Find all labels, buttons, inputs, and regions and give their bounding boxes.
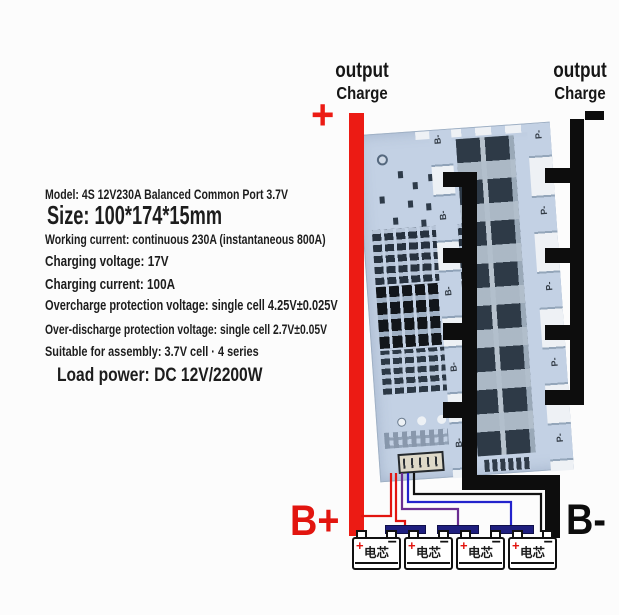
b-minus-bus-arm (443, 323, 463, 340)
plus-label: + (356, 538, 364, 553)
spec-charging-voltage: Charging voltage: 17V (45, 253, 169, 270)
battery-body: + 电芯 − (508, 534, 557, 570)
b-minus-terminal-label: B- (566, 496, 606, 544)
spec-charging-current: Charging current: 100A (45, 276, 176, 293)
spec-model: Model: 4S 12V230A Balanced Common Port 3… (45, 187, 289, 202)
plus-label: + (408, 538, 416, 553)
output-charge-label-right: output Charge (538, 59, 619, 103)
minus-label: − (439, 534, 449, 551)
balance-wire-black (412, 473, 543, 532)
balance-wire-purple (400, 473, 460, 528)
charge-label: Charge (336, 83, 388, 103)
junction-bar (385, 525, 426, 534)
spec-size: Size: 100*174*15mm (47, 200, 223, 230)
junction-bar (437, 525, 479, 534)
spec-working-current: Working current: continuous 230A (instan… (45, 231, 326, 247)
p-minus-bus-arm (545, 390, 571, 405)
output-label: output (553, 59, 607, 82)
p-minus-bus-arm (545, 248, 571, 263)
minus-label: − (491, 534, 501, 551)
spec-load-power: Load power: DC 12V/2200W (57, 364, 263, 386)
battery-body: + 电芯 − (404, 534, 453, 570)
plus-polarity-sign: + (311, 91, 335, 138)
battery-body: + 电芯 − (352, 534, 401, 570)
b-plus-terminal-label: B+ (290, 497, 340, 545)
output-label: output (335, 59, 389, 82)
b-minus-bus-bottom (462, 475, 560, 490)
balance-wire-blue (406, 473, 513, 528)
minus-label: − (387, 534, 397, 551)
b-minus-bus-drop (545, 488, 560, 538)
battery-body: + 电芯 − (456, 534, 505, 570)
charge-label: Charge (554, 83, 606, 103)
battery-cell-label: 电芯 (519, 546, 545, 560)
battery-cell: + 电芯 − (352, 530, 401, 574)
plus-label: + (460, 538, 468, 553)
battery-cell-label: 电芯 (415, 546, 441, 560)
plus-label: + (512, 538, 520, 553)
b-minus-bus-bar (462, 172, 477, 490)
p-minus-bus-arm (545, 168, 571, 183)
battery-cell-label: 电芯 (467, 546, 493, 560)
b-minus-bus-arm (443, 248, 463, 263)
positive-bus-bar (349, 113, 364, 536)
battery-cell: + 电芯 − (456, 530, 505, 574)
spec-suitable-assembly: Suitable for assembly: 3.7V cell · 4 ser… (45, 343, 259, 359)
balance-wire-red (394, 473, 407, 532)
minus-polarity-sign (585, 111, 604, 120)
spec-overdischarge-protection: Over-discharge protection voltage: singl… (45, 321, 328, 337)
battery-cell: + 电芯 − (404, 530, 453, 574)
balance-wire-red (361, 473, 393, 518)
spec-overcharge-protection: Overcharge protection voltage: single ce… (45, 298, 338, 314)
output-charge-label-left: output Charge (320, 59, 404, 103)
battery-cell: + 电芯 − (508, 530, 557, 574)
minus-label: − (543, 534, 553, 551)
b-minus-bus-arm (443, 402, 463, 418)
battery-cell-label: 电芯 (363, 546, 389, 560)
p-minus-bus-arm (545, 325, 571, 340)
b-minus-bus-arm (443, 172, 463, 187)
p-minus-bus-bar (570, 119, 584, 405)
